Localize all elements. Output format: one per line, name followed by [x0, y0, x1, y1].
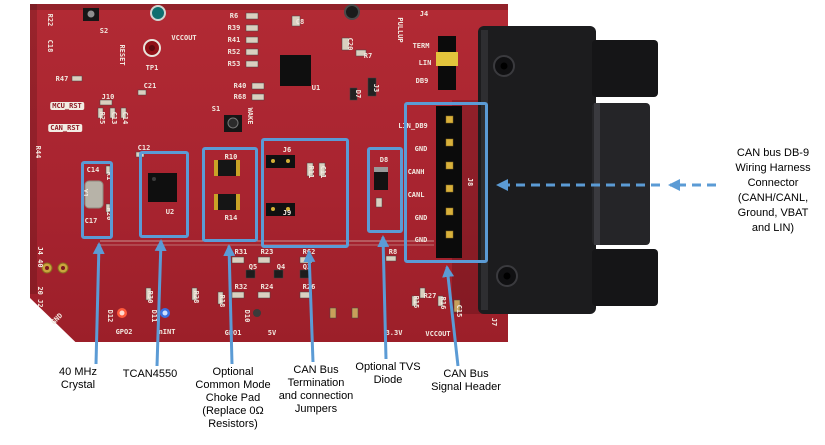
callout-label-termination-jumpers: CAN Bus Termination and connection Jumpe…: [278, 364, 354, 415]
callout-label-choke-pad: Optional Common Mode Choke Pad (Replace …: [195, 366, 271, 430]
callout-label-tcan4550: TCAN4550: [122, 368, 178, 380]
harness-note: CAN bus DB-9 Wiring Harness Connector (C…: [735, 147, 811, 234]
callout-label-crystal: 40 MHz Crystal: [59, 366, 97, 391]
pcb-board: [30, 4, 508, 342]
callout-label-signal-header: CAN Bus Signal Header: [431, 368, 501, 393]
callout-label-tvs-diode: Optional TVS Diode: [355, 361, 421, 386]
